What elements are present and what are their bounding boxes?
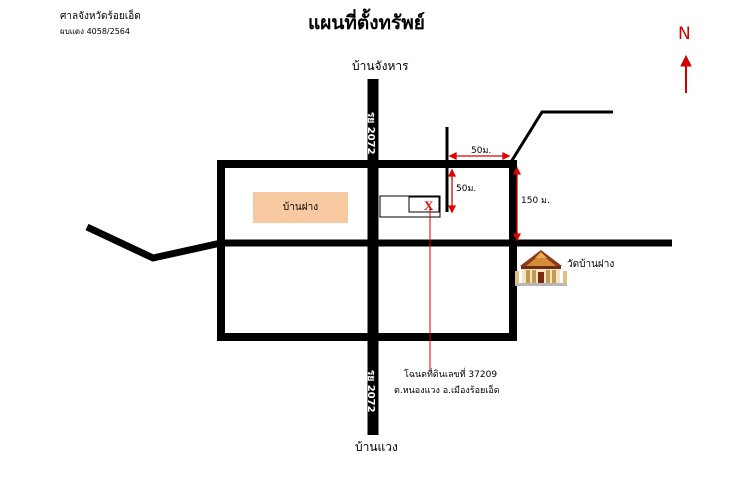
- north-label: N: [678, 24, 691, 44]
- temple-label: วัดบ้านฝาง: [567, 259, 615, 270]
- distance-label-2: 50ม.: [456, 184, 477, 194]
- temple-icon: [515, 250, 567, 286]
- deed-number-label: โฉนดที่ดินเลขที่ 37209: [404, 370, 498, 380]
- route-label-bottom: รย 2072: [365, 370, 376, 413]
- dimension-horizontal-50m: [448, 151, 511, 161]
- road-loop: [217, 160, 517, 341]
- court-name: ศาลจังหวัดร้อยเอ็ด: [60, 11, 141, 22]
- dimension-vertical-150m: [512, 166, 522, 242]
- route-label-top: รย 2072: [365, 112, 376, 155]
- deed-location-label: ต.หนองแวง อ.เมืองร้อยเอ็ด: [394, 386, 500, 396]
- distance-label-3: 150 ม.: [521, 196, 550, 206]
- dimension-vertical-50m: [447, 168, 457, 214]
- road-west: [85, 223, 222, 262]
- distance-label-1: 50ม.: [471, 146, 492, 156]
- north-arrow-icon: [680, 54, 692, 93]
- case-number: ผบแดง 4058/2564: [60, 27, 130, 36]
- road-northeast: [509, 110, 613, 163]
- property-mark: X: [424, 198, 434, 213]
- village-area: บ้านฝาง: [253, 192, 348, 223]
- property-parcel: [408, 196, 440, 213]
- place-top-village: บ้านจังหาร: [352, 59, 409, 73]
- map-title: แผนที่ตั้งทรัพย์: [308, 12, 425, 34]
- village-label: บ้านฝาง: [282, 202, 319, 213]
- place-bottom-village: บ้านแวง: [355, 440, 398, 454]
